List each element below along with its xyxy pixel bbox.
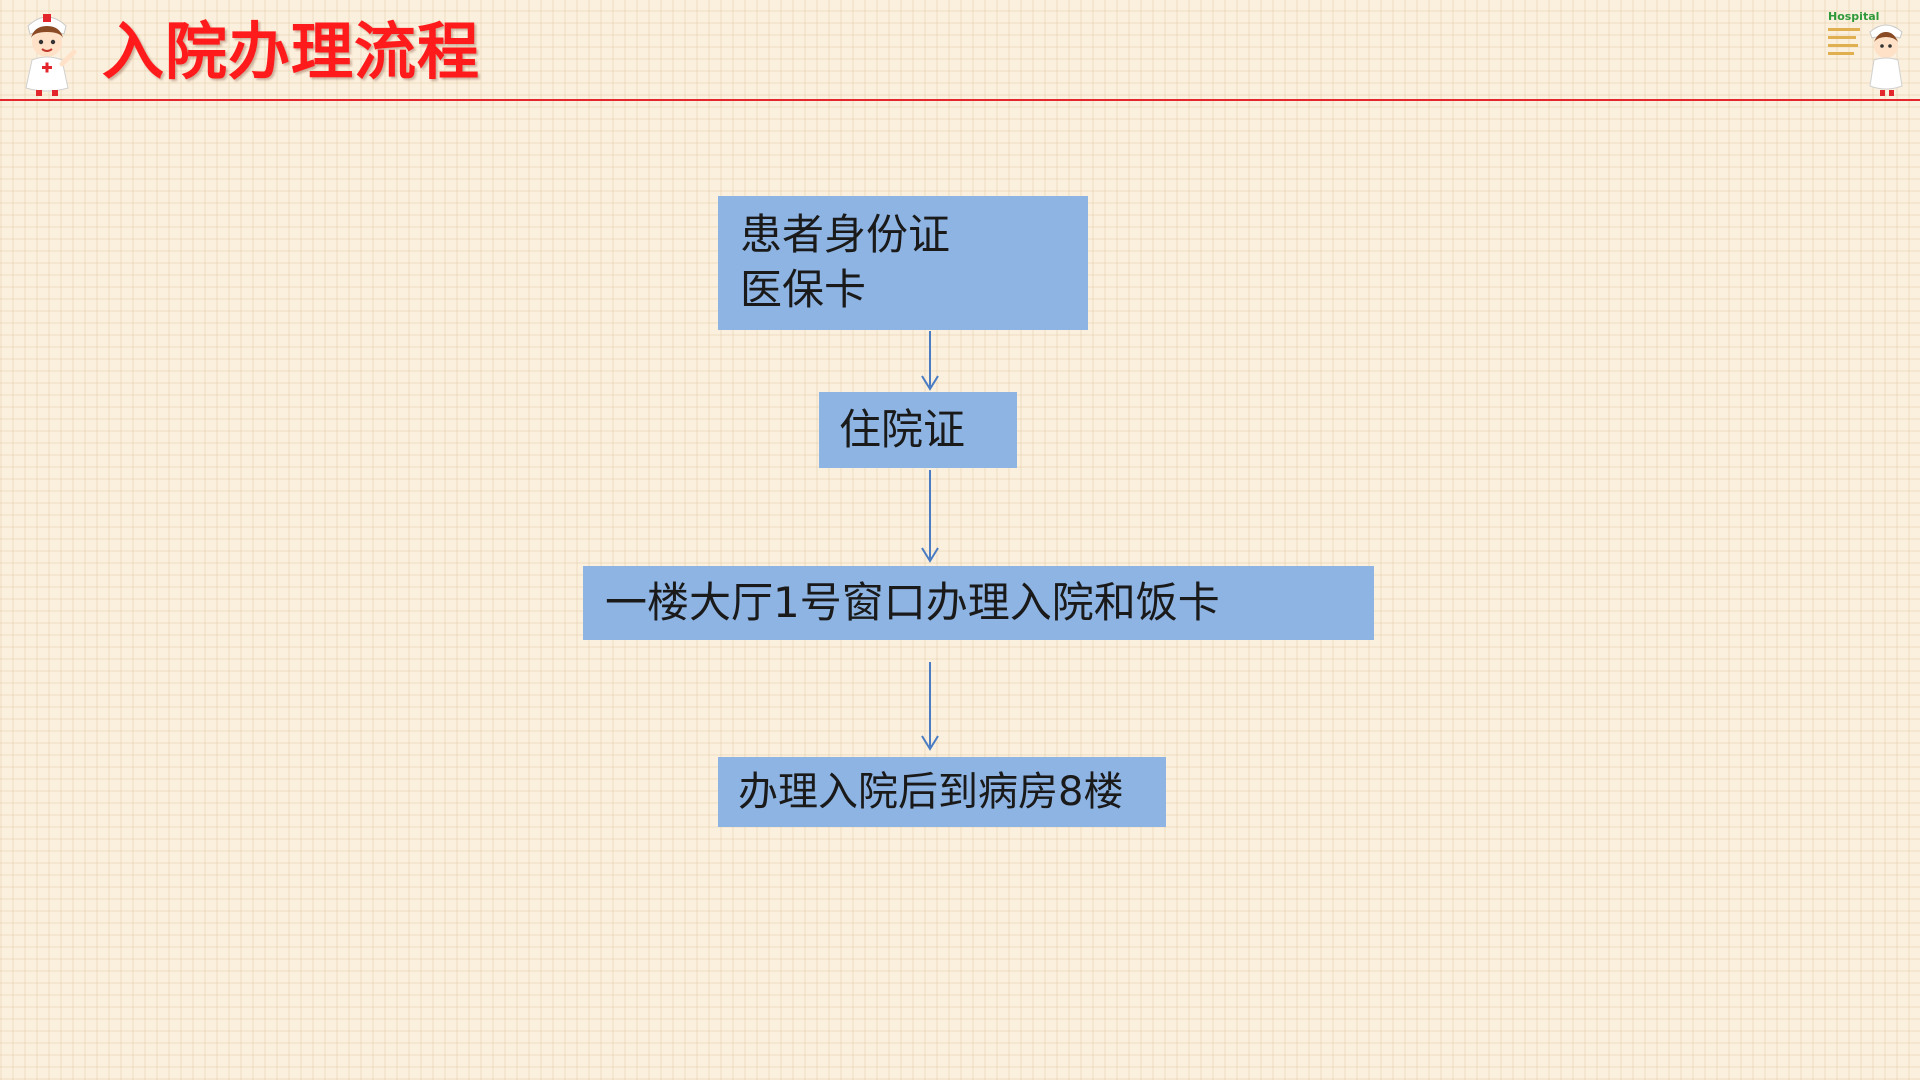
header-divider: [0, 99, 1920, 101]
flow-step-line: 患者身份证: [740, 210, 951, 260]
flow-step-line: 办理入院后到病房8楼: [738, 769, 1124, 815]
flow-step-admission-certificate: 住院证: [819, 392, 1017, 468]
page-title: 入院办理流程: [102, 15, 481, 88]
flow-step-id-card: 患者身份证 医保卡: [718, 196, 1088, 330]
flow-step-line: 医保卡: [740, 265, 867, 314]
flow-arrow-2: [921, 470, 939, 563]
flow-step-line: 住院证: [839, 404, 966, 454]
flow-step-line: 一楼大厅1号窗口办理入院和饭卡: [605, 577, 1220, 627]
hospital-logo-text: Hospital: [1828, 10, 1879, 23]
flow-step-registration-window: 一楼大厅1号窗口办理入院和饭卡: [583, 566, 1374, 640]
flow-step-ward: 办理入院后到病房8楼: [718, 757, 1166, 827]
nurse-mascot-icon: [25, 14, 77, 96]
hospital-logo-icon: Hospital: [1828, 10, 1903, 96]
slide-header: 入院办理流程 Hospital: [0, 0, 1920, 102]
flow-arrow-3: [921, 662, 939, 751]
flow-arrow-1: [921, 331, 939, 391]
